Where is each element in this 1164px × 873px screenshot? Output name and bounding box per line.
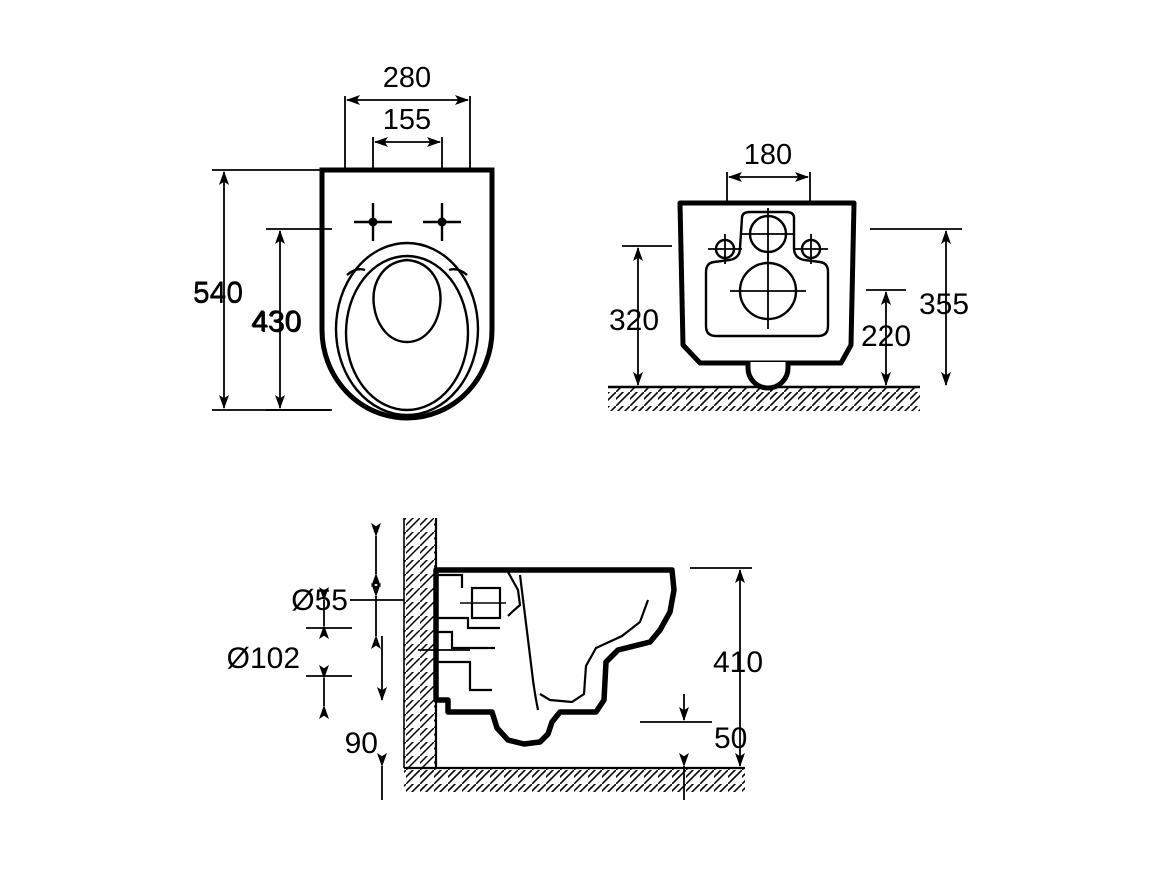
- dimension-label-355: 355: [919, 288, 969, 321]
- ground-front-view: [608, 385, 920, 411]
- wall-hatch: [404, 518, 436, 768]
- dimension-155: 155: [372, 104, 443, 170]
- rim-inner-profile: [507, 571, 522, 617]
- seat-outer-ring: [334, 241, 480, 417]
- dimension-180: 180: [726, 139, 811, 205]
- front-view: 180 320 220 355: [608, 139, 969, 411]
- dimension-label-155: 155: [383, 104, 431, 136]
- fixing-hole-left: [354, 203, 392, 241]
- dimension-430: 430: [251, 228, 332, 411]
- flush-inlet-detail: [460, 586, 506, 620]
- ground-hatch-front: [608, 388, 920, 411]
- label-540-text: 540: [193, 277, 243, 310]
- bracket-hole-right: [794, 234, 828, 264]
- seat-inner-ring: [344, 254, 470, 412]
- soil-outlet-circle: [730, 253, 806, 329]
- bracket-hole-left: [708, 234, 742, 264]
- rear-step-upper: [436, 573, 464, 588]
- rear-step-mid-a: [436, 616, 500, 630]
- pan-section-outline: [433, 567, 677, 747]
- dimension-410: 410: [690, 567, 763, 767]
- bracket-plate-outline: [704, 210, 830, 338]
- fixing-hole-right: [423, 203, 461, 241]
- top-view: 280 155 540 430: [193, 62, 495, 421]
- outlet-spigot: [745, 362, 791, 391]
- dimension-label-dia55: Ø55: [291, 584, 348, 617]
- dimension-280: 280: [344, 62, 471, 170]
- dimension-355: 355: [870, 228, 969, 386]
- bowl-water-area: [372, 258, 442, 344]
- dimension-label-90: 90: [345, 727, 378, 760]
- dimension-label-180: 180: [744, 139, 792, 171]
- dimension-label-220: 220: [861, 320, 911, 353]
- dimension-label-430: 430: [251, 305, 301, 338]
- rear-step-mid-b: [436, 630, 495, 650]
- dimension-label-540: 540: [193, 276, 243, 309]
- ground-hatch-side: [404, 769, 745, 792]
- bowl-inner-right-profile: [539, 599, 650, 704]
- flush-inlet-circle: [742, 208, 794, 260]
- side-view: Ø55 Ø102 90 410 50: [227, 518, 763, 800]
- seat-hinge-left: [346, 267, 366, 276]
- ground-side-view: [404, 766, 745, 792]
- dimension-label-280: 280: [383, 62, 431, 94]
- dimension-dia102: Ø102: [227, 587, 352, 719]
- dimension-540: 540: [193, 169, 330, 411]
- wall-assembly: [403, 518, 438, 768]
- dimension-90: 90: [345, 636, 387, 800]
- dimension-label-50: 50: [714, 722, 747, 755]
- bowl-inner-wall: [518, 574, 540, 711]
- dimension-label-dia102: Ø102: [227, 642, 300, 675]
- dimension-label-410: 410: [713, 646, 763, 679]
- dimension-label-320: 320: [609, 304, 659, 337]
- rear-step-lower: [436, 660, 492, 692]
- dimension-320: 320: [609, 245, 672, 386]
- seat-hinge-right: [448, 267, 468, 276]
- label-430-text: 430: [252, 306, 302, 339]
- dimension-50: 50: [640, 694, 747, 800]
- dimension-220: 220: [861, 289, 911, 386]
